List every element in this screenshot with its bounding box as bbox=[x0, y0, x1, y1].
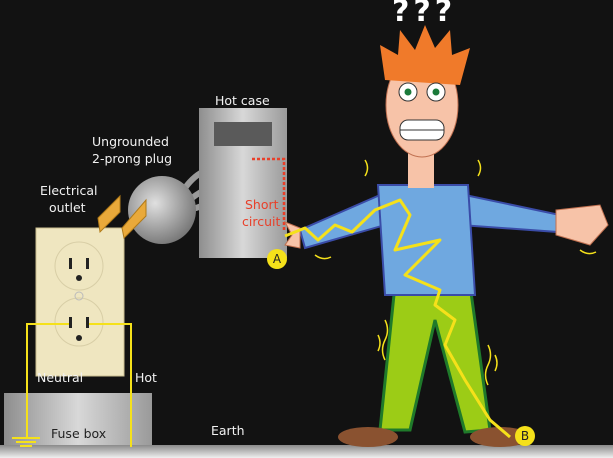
fuse-box-label: Fuse box bbox=[51, 426, 107, 441]
plug-label-line1: Ungrounded bbox=[92, 134, 169, 149]
short-circuit-label-line2: circuit bbox=[242, 214, 281, 229]
outlet-label-line1: Electrical bbox=[40, 183, 98, 198]
plug-prongs bbox=[97, 194, 147, 240]
two-prong-plug bbox=[128, 176, 196, 244]
outlet-label-line2: outlet bbox=[49, 200, 86, 215]
plug-label-line2: 2-prong plug bbox=[92, 151, 173, 166]
hot-case-label: Hot case bbox=[215, 93, 270, 108]
earth-label: Earth bbox=[211, 423, 245, 438]
fuse-box bbox=[4, 393, 152, 445]
hot-case-appliance bbox=[199, 108, 287, 258]
hot-label: Hot bbox=[135, 370, 157, 385]
point-a-marker: A bbox=[267, 249, 287, 269]
shocked-person bbox=[283, 25, 609, 447]
short-circuit-label-line1: Short bbox=[245, 197, 279, 212]
short-circuit-path bbox=[252, 157, 286, 232]
wires bbox=[12, 323, 132, 447]
neutral-label: Neutral bbox=[37, 370, 84, 385]
floor-earth bbox=[0, 445, 613, 458]
point-b-marker: B bbox=[515, 426, 535, 446]
electrical-outlet bbox=[35, 227, 125, 377]
question-marks: ??? bbox=[392, 0, 457, 29]
current-path bbox=[284, 198, 511, 439]
shake-lines bbox=[314, 159, 597, 386]
